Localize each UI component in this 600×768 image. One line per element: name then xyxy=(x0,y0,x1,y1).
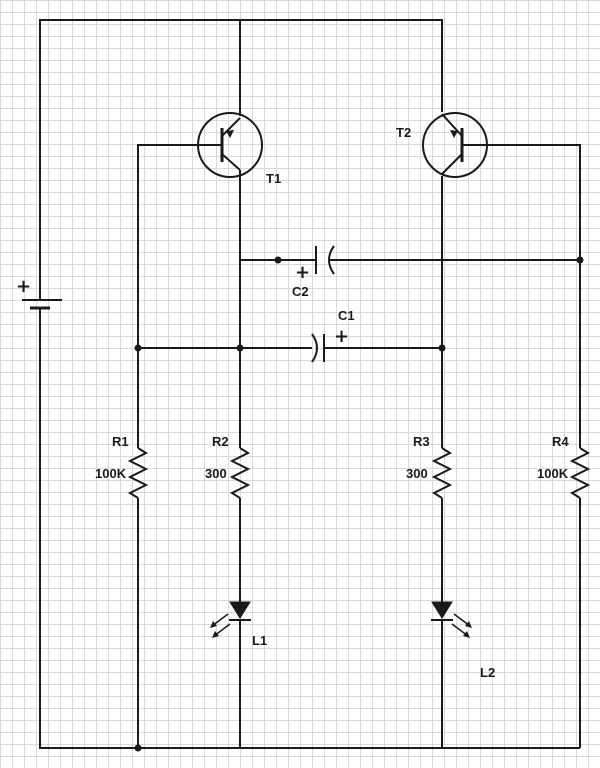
t2-base-wire xyxy=(486,144,581,448)
c1-curved-plate xyxy=(311,333,318,363)
r4-value: 100K xyxy=(537,466,569,481)
r2-label: R2 xyxy=(212,434,229,449)
capacitor-c2: + C2 xyxy=(292,245,335,299)
r3-value: 300 xyxy=(406,466,428,481)
l1-diode-triangle xyxy=(229,601,251,619)
r2-value: 300 xyxy=(205,466,227,481)
junction-dot xyxy=(236,344,244,352)
c1-label: C1 xyxy=(338,308,355,323)
t1-label: T1 xyxy=(266,171,281,186)
r1-zigzag xyxy=(127,447,149,499)
battery: + xyxy=(16,276,62,310)
battery-plus-sign: + xyxy=(16,276,31,297)
junction-dot xyxy=(438,344,446,352)
transistor-t2-body xyxy=(422,112,488,178)
r3-label: R3 xyxy=(413,434,430,449)
c1-plus-sign: + xyxy=(334,326,349,347)
l2-diode-triangle xyxy=(431,601,453,619)
r4-zigzag xyxy=(569,447,591,499)
l2-light-arrowhead xyxy=(465,621,472,628)
led-l2: L2 xyxy=(431,601,495,680)
r1-value: 100K xyxy=(95,466,127,481)
t2-collector-lead xyxy=(441,153,463,175)
r2-zigzag xyxy=(229,447,251,499)
resistor-r3: R3 300 xyxy=(406,434,453,499)
c2-plus-sign: + xyxy=(295,262,310,283)
t2-emitter-arrow xyxy=(450,130,458,138)
c2-curved-plate xyxy=(328,245,335,275)
t2-label: T2 xyxy=(396,125,411,140)
l2-label: L2 xyxy=(480,665,495,680)
l2-light-arrowhead xyxy=(463,631,470,638)
t2-emitter-lead xyxy=(441,113,463,137)
c2-label: C2 xyxy=(292,284,309,299)
t1-base-wire xyxy=(137,144,196,448)
junction-dot xyxy=(274,256,282,264)
t1-emitter-lead xyxy=(221,117,241,137)
junctions xyxy=(134,256,584,752)
bottom-rail-wire xyxy=(39,308,580,749)
r4-label: R4 xyxy=(552,434,569,449)
junction-dot xyxy=(134,744,142,752)
l1-light-arrowhead xyxy=(212,631,219,638)
t1-collector-lead xyxy=(221,153,241,171)
l1-label: L1 xyxy=(252,633,267,648)
resistor-r2: R2 300 xyxy=(205,434,251,499)
led-l1: L1 xyxy=(210,601,267,648)
resistor-r4: R4 100K xyxy=(537,434,591,499)
l1-light-arrowhead xyxy=(210,621,217,628)
wires xyxy=(39,19,581,749)
junction-dot xyxy=(134,344,142,352)
transistor-t2: T2 xyxy=(396,112,488,178)
r1-label: R1 xyxy=(112,434,129,449)
capacitor-c1: + C1 xyxy=(311,308,355,363)
transistor-t1: T1 xyxy=(196,112,281,186)
resistor-r1: R1 100K xyxy=(95,434,149,499)
r3-zigzag xyxy=(431,447,453,499)
junction-dot xyxy=(576,256,584,264)
t1-emitter-arrow xyxy=(226,130,234,138)
